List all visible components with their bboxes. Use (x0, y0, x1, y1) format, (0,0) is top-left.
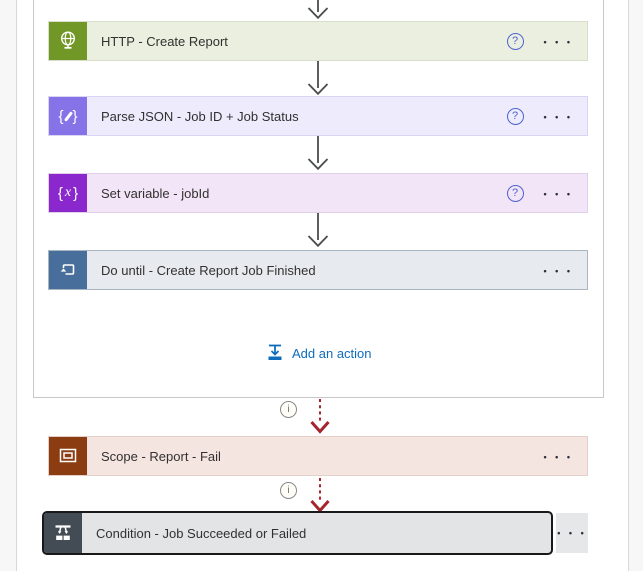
menu-ellipsis-button[interactable]: • • • (543, 189, 573, 199)
help-icon[interactable]: ? (506, 184, 524, 202)
add-action-insert-icon (268, 344, 282, 360)
scope-icon (49, 437, 87, 475)
menu-ellipsis-button[interactable]: • • • (556, 513, 588, 553)
action-card-set-variable[interactable]: {x} Set variable - jobId ? • • • (48, 173, 588, 213)
add-action-label: Add an action (292, 345, 372, 361)
menu-ellipsis-button[interactable]: • • • (543, 266, 573, 276)
action-title: HTTP - Create Report (101, 33, 228, 49)
run-after-info-icon[interactable]: i (280, 401, 297, 418)
action-card-http-create-report[interactable]: HTTP - Create Report ? • • • (48, 21, 588, 61)
brace-glyph: { (57, 184, 63, 202)
action-title: Scope - Report - Fail (101, 448, 221, 464)
action-card-parse-json[interactable]: {} Parse JSON - Job ID + Job Status ? • … (48, 96, 588, 136)
flow-connector-arrow (307, 136, 329, 171)
braces-x-icon: {x} (49, 174, 87, 212)
add-an-action-button[interactable]: Add an action (265, 343, 372, 363)
flow-connector-arrow (307, 61, 329, 96)
run-after-dashed-arrow (310, 478, 330, 513)
variable-x-glyph: x (64, 185, 72, 200)
brace-glyph: { (58, 107, 64, 125)
action-title: Parse JSON - Job ID + Job Status (101, 108, 299, 124)
brace-glyph: } (73, 184, 79, 202)
run-after-dashed-arrow (310, 399, 330, 434)
menu-ellipsis-button[interactable]: • • • (543, 452, 573, 462)
action-card-do-until[interactable]: Do until - Create Report Job Finished • … (48, 250, 588, 290)
globe-icon (49, 22, 87, 60)
action-card-condition-selected[interactable]: Condition - Job Succeeded or Failed (42, 511, 553, 555)
action-card-scope-report-fail[interactable]: Scope - Report - Fail • • • (48, 436, 588, 476)
pencil-glyph (63, 110, 73, 122)
help-icon[interactable]: ? (506, 107, 524, 125)
run-after-info-icon[interactable]: i (280, 482, 297, 499)
menu-ellipsis-button[interactable]: • • • (543, 37, 573, 47)
menu-ellipsis-button[interactable]: • • • (543, 112, 573, 122)
braces-pencil-icon: {} (49, 97, 87, 135)
flow-connector-arrow (307, 213, 329, 248)
action-title: Set variable - jobId (101, 185, 210, 201)
help-icon[interactable]: ? (506, 32, 524, 50)
action-title: Condition - Job Succeeded or Failed (96, 525, 307, 541)
brace-glyph: } (72, 107, 78, 125)
condition-branch-icon (44, 513, 82, 553)
flow-connector-arrow (307, 0, 329, 20)
action-title: Do until - Create Report Job Finished (101, 262, 316, 278)
do-until-loop-icon (49, 251, 87, 289)
